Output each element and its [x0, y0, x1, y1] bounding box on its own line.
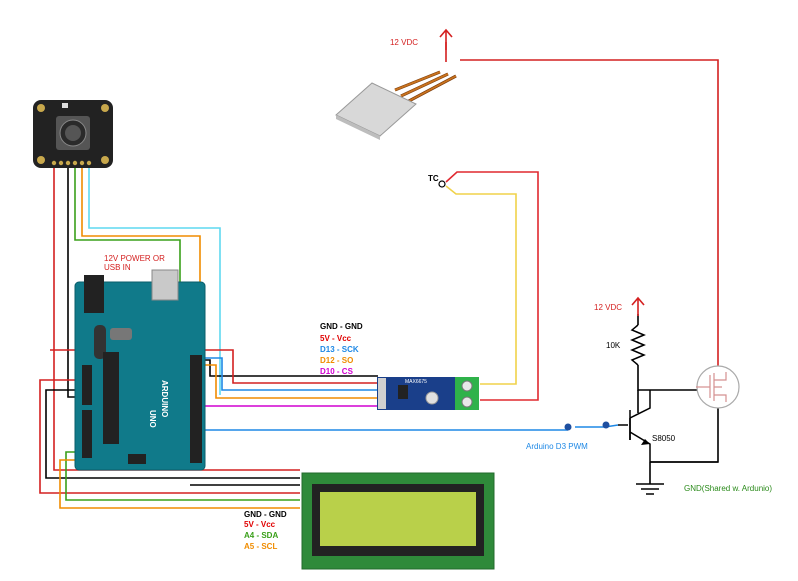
transistor-label: S8050 [652, 434, 676, 443]
max-pin-sck: D13 - SCK [320, 345, 359, 354]
arduino-brand: ARDUINO [160, 380, 169, 417]
power-top-label: 12 VDC [390, 38, 418, 47]
max-pin-cs: D10 - CS [320, 367, 354, 376]
wire-transistor [629, 390, 651, 484]
arduino-model: UNO [148, 410, 157, 428]
thermocouple-label: TC [428, 174, 439, 183]
lcd-pin-sda: A4 - SDA [244, 531, 278, 540]
lcd-pin-gnd: GND - GND [244, 510, 287, 519]
lcd-display [301, 472, 495, 570]
ground-symbol: GND(Shared w. Ardunio) [636, 483, 772, 495]
wire-tc-red [445, 171, 539, 401]
wire-max-sck [190, 357, 378, 391]
max6675-module: MAX6675 [377, 377, 479, 410]
wire-max-cs [190, 371, 378, 407]
power-arrow-top: 12 VDC [390, 28, 453, 50]
wire-enc-red [53, 168, 300, 471]
wire-lcd-sda [65, 451, 300, 501]
peltier-module [335, 70, 457, 140]
max-pin-legend: GND - GND 5V - Vcc D13 - SCK D12 - SO D1… [320, 322, 363, 376]
wire-lcd-scl [59, 459, 300, 509]
lcd-pin-scl: A5 - SCL [244, 542, 277, 551]
power-mid-label: 12 VDC [594, 303, 622, 312]
arduino-power-note-line1: 12V POWER OR [104, 254, 165, 263]
resistor-10k: 10K [606, 324, 646, 366]
wire-ard-gnd [45, 389, 300, 479]
wire-enc-cyan [88, 168, 221, 395]
max-pin-vcc: 5V - Vcc [320, 334, 352, 343]
wire-mosfet-drain [650, 400, 719, 463]
pwm-label: Arduino D3 PWM [526, 442, 588, 451]
transistor-s8050: S8050 [618, 390, 676, 462]
max-pin-gnd: GND - GND [320, 322, 363, 331]
arduino-power-note-line2: USB IN [104, 263, 131, 272]
ground-label: GND(Shared w. Ardunio) [684, 484, 772, 493]
lcd-pin-vcc: 5V - Vcc [244, 520, 276, 529]
arduino-uno-board: ARDUINO UNO 12V POWER OR USB IN [74, 254, 206, 471]
pwm-connector: Arduino D3 PWM [526, 421, 610, 451]
wire-12v-rail [445, 42, 719, 375]
wire-pwm [202, 424, 619, 431]
max-chip-label: MAX6675 [405, 379, 427, 385]
power-arrow-mid: 12 VDC [594, 296, 645, 316]
rotary-encoder-board [33, 100, 113, 168]
lcd-pin-legend: GND - GND 5V - Vcc A4 - SDA A5 - SCL [244, 510, 287, 551]
thermocouple-tip: TC [428, 174, 446, 188]
mosfet [696, 365, 740, 409]
wire-tc-yellow [445, 185, 517, 385]
max-pin-so: D12 - SO [320, 356, 353, 365]
wire-ard-5v [39, 379, 300, 494]
resistor-label: 10K [606, 341, 621, 350]
